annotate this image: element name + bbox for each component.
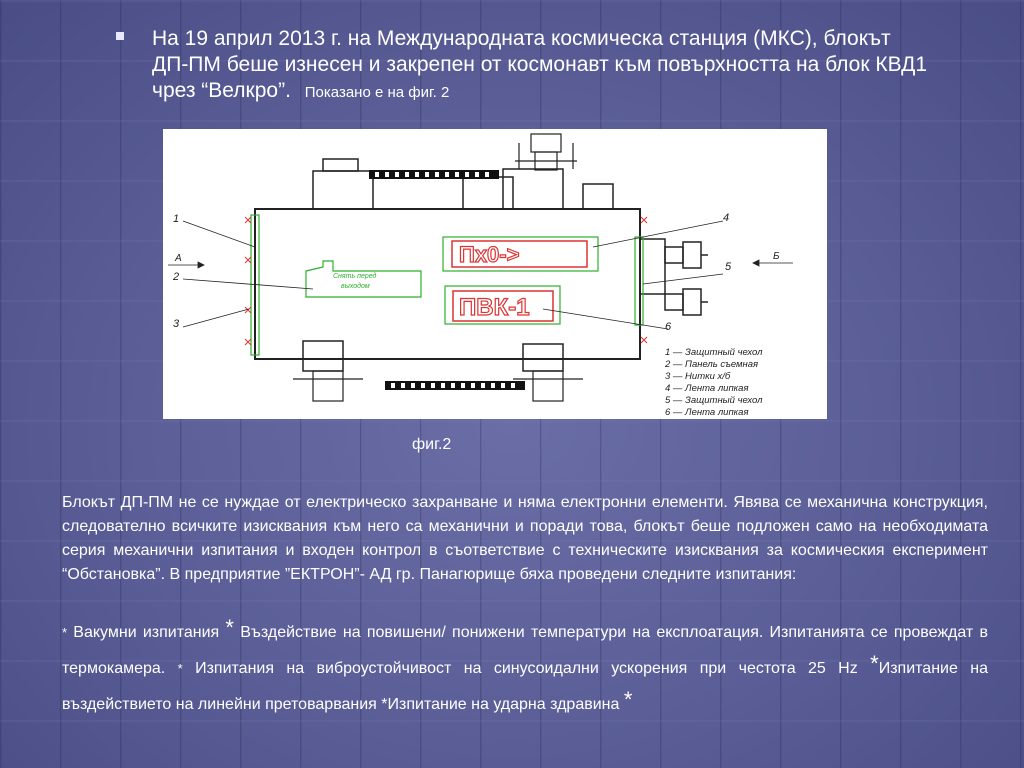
technical-drawing: Пх0-> ПВК-1 Снять перед выходом А Б 1 2 <box>168 133 793 418</box>
panel-label-line2: выходом <box>341 282 370 290</box>
sign-top-text: Пх0-> <box>459 242 519 267</box>
bullet-text: На 19 април 2013 г. на Международната ко… <box>152 26 932 106</box>
legend-item: 2 — Панель съемная <box>664 359 758 370</box>
panel-label-line1: Снять перед <box>333 272 377 280</box>
star-marker: * <box>62 625 68 640</box>
test-vibration: Изпитания на виброустойчивост на синусои… <box>195 660 858 677</box>
description-text: Блокът ДП-ПМ не се нуждае от електрическ… <box>62 494 988 583</box>
legend-item: 1 — Защитный чехол <box>665 347 763 358</box>
sign-bottom-text: ПВК-1 <box>459 294 530 321</box>
legend-item: 6 — Лента липкая <box>665 407 749 418</box>
legend-item: 3 — Нитки х/б <box>665 371 731 382</box>
arrow-a-label: А <box>174 253 182 264</box>
bullet-item: На 19 април 2013 г. на Международната ко… <box>112 26 932 106</box>
callout-5: 5 <box>725 261 732 273</box>
callout-1: 1 <box>173 213 179 225</box>
callout-3: 3 <box>173 318 180 330</box>
callout-4: 4 <box>723 212 729 224</box>
legend-item: 5 — Защитный чехол <box>665 395 763 406</box>
legend-item: 4 — Лента липкая <box>665 383 749 394</box>
arrow-b-label: Б <box>773 251 780 262</box>
bullet-figure-ref: Показано е на фиг. 2 <box>304 84 450 101</box>
callout-6: 6 <box>665 321 672 333</box>
callout-2: 2 <box>172 271 179 283</box>
test-temperature: Въздействие на повишени/ понижени темпер… <box>62 624 988 677</box>
star-marker: * <box>870 651 879 676</box>
test-linear-overload: Изпитание на въздействието на линейни пр… <box>62 660 988 713</box>
description-paragraph: Блокът ДП-ПМ не се нуждае от електрическ… <box>62 491 988 587</box>
star-marker: * <box>623 687 633 712</box>
bullet-square-icon <box>116 32 124 40</box>
star-marker: * <box>177 661 183 676</box>
tests-list: * Вакумни изпитания * Въздействие на пов… <box>62 612 988 720</box>
figure-caption: фиг.2 <box>412 436 452 453</box>
test-vacuum: Вакумни изпитания <box>73 624 220 641</box>
star-marker: * <box>225 615 234 640</box>
test-shock: Изпитание на ударна здравина <box>387 696 620 713</box>
star-marker: * <box>381 696 388 713</box>
bullet-main-text: На 19 април 2013 г. на Международната ко… <box>152 27 928 102</box>
technical-drawing-figure: Пх0-> ПВК-1 Снять перед выходом А Б 1 2 <box>163 129 827 419</box>
